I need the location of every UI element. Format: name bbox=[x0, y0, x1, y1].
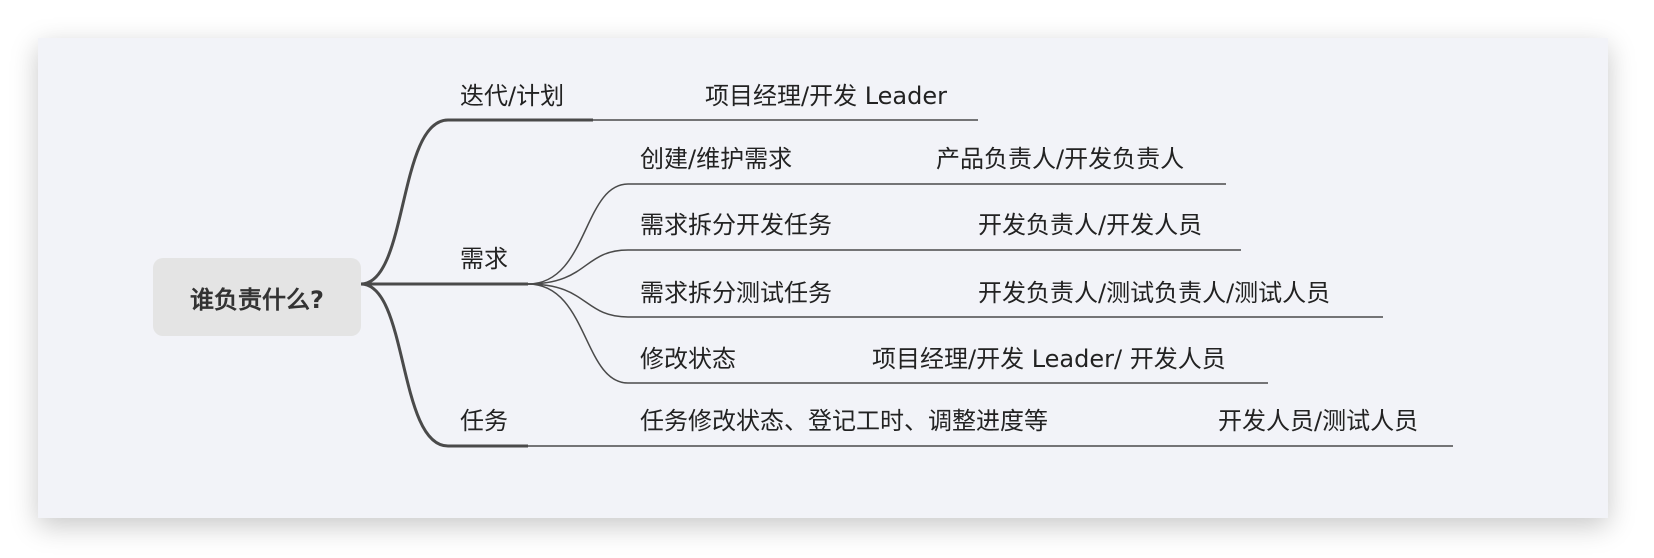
req-child-3-owner[interactable]: 开发负责人/测试负责人/测试人员 bbox=[978, 279, 1331, 307]
root-label: 谁负责什么? bbox=[190, 285, 324, 314]
req-child-2-label[interactable]: 需求拆分开发任务 bbox=[640, 211, 832, 239]
connector-lines bbox=[360, 118, 1453, 448]
link-req-child-2 bbox=[527, 249, 1241, 285]
branch-task-label[interactable]: 任务 bbox=[460, 407, 508, 435]
mindmap-canvas: 谁负责什么? 迭代/计划 需求 任务 项目经理/开发 Leader 创建/维护需… bbox=[38, 38, 1608, 518]
link-req-child-4 bbox=[527, 283, 1268, 384]
iteration-owner-label[interactable]: 项目经理/开发 Leader bbox=[705, 82, 948, 110]
req-child-4-owner[interactable]: 项目经理/开发 Leader/ 开发人员 bbox=[872, 345, 1226, 373]
branch-requirement-label[interactable]: 需求 bbox=[460, 245, 508, 273]
task-child-1-owner[interactable]: 开发人员/测试人员 bbox=[1218, 407, 1419, 435]
req-child-1-label[interactable]: 创建/维护需求 bbox=[640, 145, 793, 173]
root-node[interactable]: 谁负责什么? bbox=[153, 258, 361, 336]
req-child-2-owner[interactable]: 开发负责人/开发人员 bbox=[978, 211, 1203, 239]
req-child-1-owner[interactable]: 产品负责人/开发负责人 bbox=[936, 145, 1185, 173]
branch-iteration-label[interactable]: 迭代/计划 bbox=[460, 82, 565, 110]
link-root-task bbox=[360, 282, 528, 448]
link-req-child-1 bbox=[527, 183, 1226, 285]
link-root-iteration bbox=[360, 118, 593, 286]
link-req-child-3 bbox=[527, 283, 1383, 318]
req-child-4-label[interactable]: 修改状态 bbox=[640, 345, 736, 373]
req-child-3-label[interactable]: 需求拆分测试任务 bbox=[640, 279, 832, 307]
task-child-1-label[interactable]: 任务修改状态、登记工时、调整进度等 bbox=[640, 407, 1048, 435]
